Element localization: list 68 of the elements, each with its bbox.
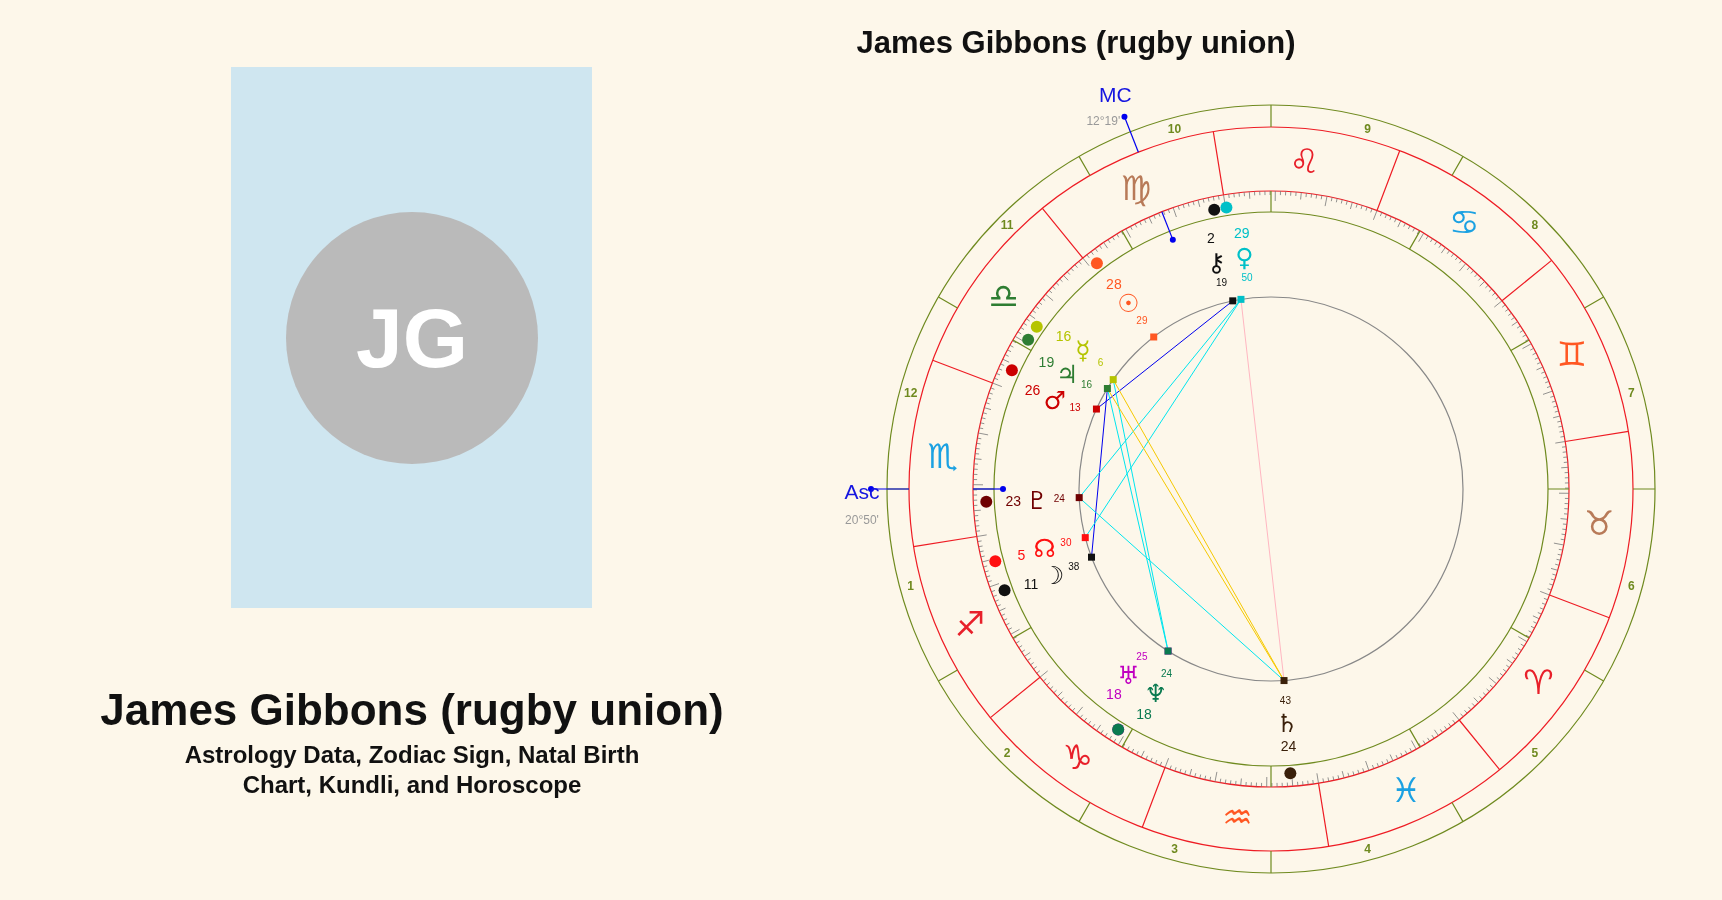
degree-label: 18 — [1136, 706, 1152, 721]
minute-label: 24 — [1053, 493, 1065, 504]
minute-label: 29 — [1136, 315, 1148, 326]
house-number: 9 — [1364, 122, 1371, 135]
planet-glyph: ⚷ — [1207, 249, 1226, 274]
zodiac-sign-glyph: ♉ — [1584, 505, 1615, 540]
zodiac-sign-glyph: ♎ — [988, 278, 1019, 313]
degree-label: 29 — [1234, 225, 1250, 240]
house-number: 1 — [907, 579, 915, 592]
degree-label: 18 — [1106, 686, 1122, 701]
axis-label: Asc — [844, 480, 880, 502]
house-number: 11 — [1000, 219, 1014, 232]
zodiac-sign-glyph: ♒ — [1222, 800, 1253, 835]
zodiac-sign-glyph: ♊ — [1556, 336, 1588, 371]
minute-label: 19 — [1215, 277, 1228, 288]
person-name: James Gibbons (rugby union) — [100, 688, 724, 732]
house-number: 12 — [904, 386, 918, 399]
planet-glyph: ♀ — [1235, 244, 1254, 269]
house-number: 6 — [1627, 579, 1635, 592]
zodiac-sign-glyph: ♓ — [1390, 773, 1422, 808]
house-number: 2 — [1003, 746, 1011, 759]
degree-label: 24 — [1280, 739, 1297, 754]
minute-label: 30 — [1060, 537, 1072, 548]
degree-label: 19 — [1038, 355, 1055, 369]
house-number: 3 — [1171, 843, 1178, 856]
zodiac-sign-glyph: ♌ — [1289, 143, 1320, 178]
degree-label: 26 — [1024, 383, 1041, 398]
degree-label: 16 — [1055, 328, 1072, 343]
degree-label: 11 — [1023, 576, 1039, 591]
zodiac-sign-glyph: ♑ — [1062, 739, 1094, 774]
minute-label: 6 — [1097, 357, 1104, 368]
house-number: 10 — [1167, 122, 1182, 135]
zodiac-sign-glyph: ♋ — [1448, 204, 1480, 239]
zodiac-sign-glyph: ♍ — [1120, 170, 1152, 205]
house-number: 5 — [1531, 746, 1539, 759]
planet-glyph: ♄ — [1275, 710, 1299, 735]
minute-label: 50 — [1241, 273, 1253, 284]
house-number: 8 — [1531, 219, 1539, 232]
degree-label: 2 — [1206, 231, 1215, 246]
degree-label: 28 — [1106, 277, 1122, 292]
planet-glyph: ♃ — [1056, 361, 1079, 387]
planet-glyph: ♇ — [1026, 487, 1049, 513]
minute-label: 25 — [1136, 652, 1148, 663]
planet-glyph: ☉ — [1117, 290, 1140, 316]
degree-label: 5 — [1017, 547, 1026, 562]
minute-label: 24 — [1161, 668, 1173, 679]
avatar-initials: JG — [355, 289, 469, 387]
degree-label: 12°19' — [1086, 114, 1121, 127]
minute-label: 43 — [1279, 695, 1291, 706]
planet-glyph: ♅ — [1117, 662, 1140, 688]
house-number: 4 — [1364, 843, 1371, 856]
house-number: 7 — [1627, 386, 1635, 399]
zodiac-sign-glyph: ♐ — [954, 607, 986, 642]
planet-glyph: ☽ — [1042, 562, 1065, 588]
axis-label: MC — [1098, 83, 1132, 104]
planet-glyph: ☊ — [1033, 535, 1056, 561]
zodiac-sign-glyph: ♈ — [1523, 665, 1554, 700]
planet-glyph: ♆ — [1144, 680, 1167, 706]
planet-glyph: ☿ — [1075, 337, 1091, 363]
minute-label: 38 — [1068, 561, 1080, 572]
minute-label: 13 — [1069, 402, 1081, 413]
planet-glyph: ♂ — [1043, 387, 1066, 412]
degree-label: 23 — [1005, 493, 1022, 508]
chart-title: James Gibbons (rugby union) — [856, 26, 1296, 58]
degree-label: 20°50' — [845, 514, 879, 526]
subtitle: Astrology Data, Zodiac Sign, Natal Birth Chart, Kundli, and Horoscope — [183, 740, 641, 800]
minute-label: 16 — [1080, 379, 1093, 390]
zodiac-sign-glyph: ♏ — [927, 438, 958, 473]
